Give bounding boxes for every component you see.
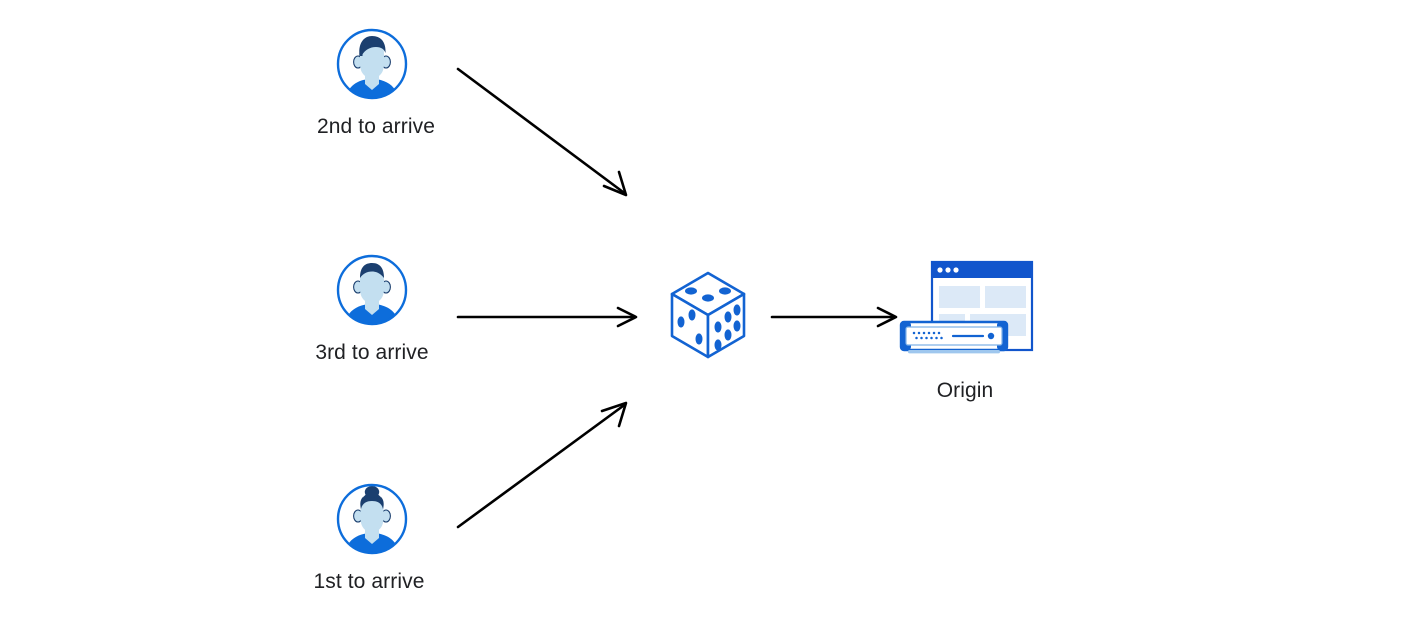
node-label-client-3rd: 3rd to arrive	[315, 341, 429, 364]
edge-dice-to-origin	[770, 306, 898, 328]
node-client-1st[interactable]	[334, 481, 410, 557]
node-label-client-1st: 1st to arrive	[313, 570, 425, 593]
edge-1st-to-dice	[456, 401, 628, 529]
user-avatar-icon	[336, 28, 408, 100]
node-client-2nd[interactable]	[334, 26, 410, 102]
edge-3rd-to-dice	[456, 306, 638, 328]
user-avatar-icon	[336, 254, 408, 326]
node-label-client-2nd: 2nd to arrive	[316, 115, 436, 138]
node-label-origin: Origin	[936, 379, 994, 402]
dice-icon	[670, 271, 746, 359]
node-client-3rd[interactable]	[334, 252, 410, 328]
node-randomizer[interactable]	[660, 265, 756, 369]
user-avatar-female-icon	[336, 483, 408, 555]
origin-server-icon	[899, 260, 1034, 354]
router-device	[899, 320, 1009, 354]
node-origin[interactable]	[895, 258, 1043, 362]
